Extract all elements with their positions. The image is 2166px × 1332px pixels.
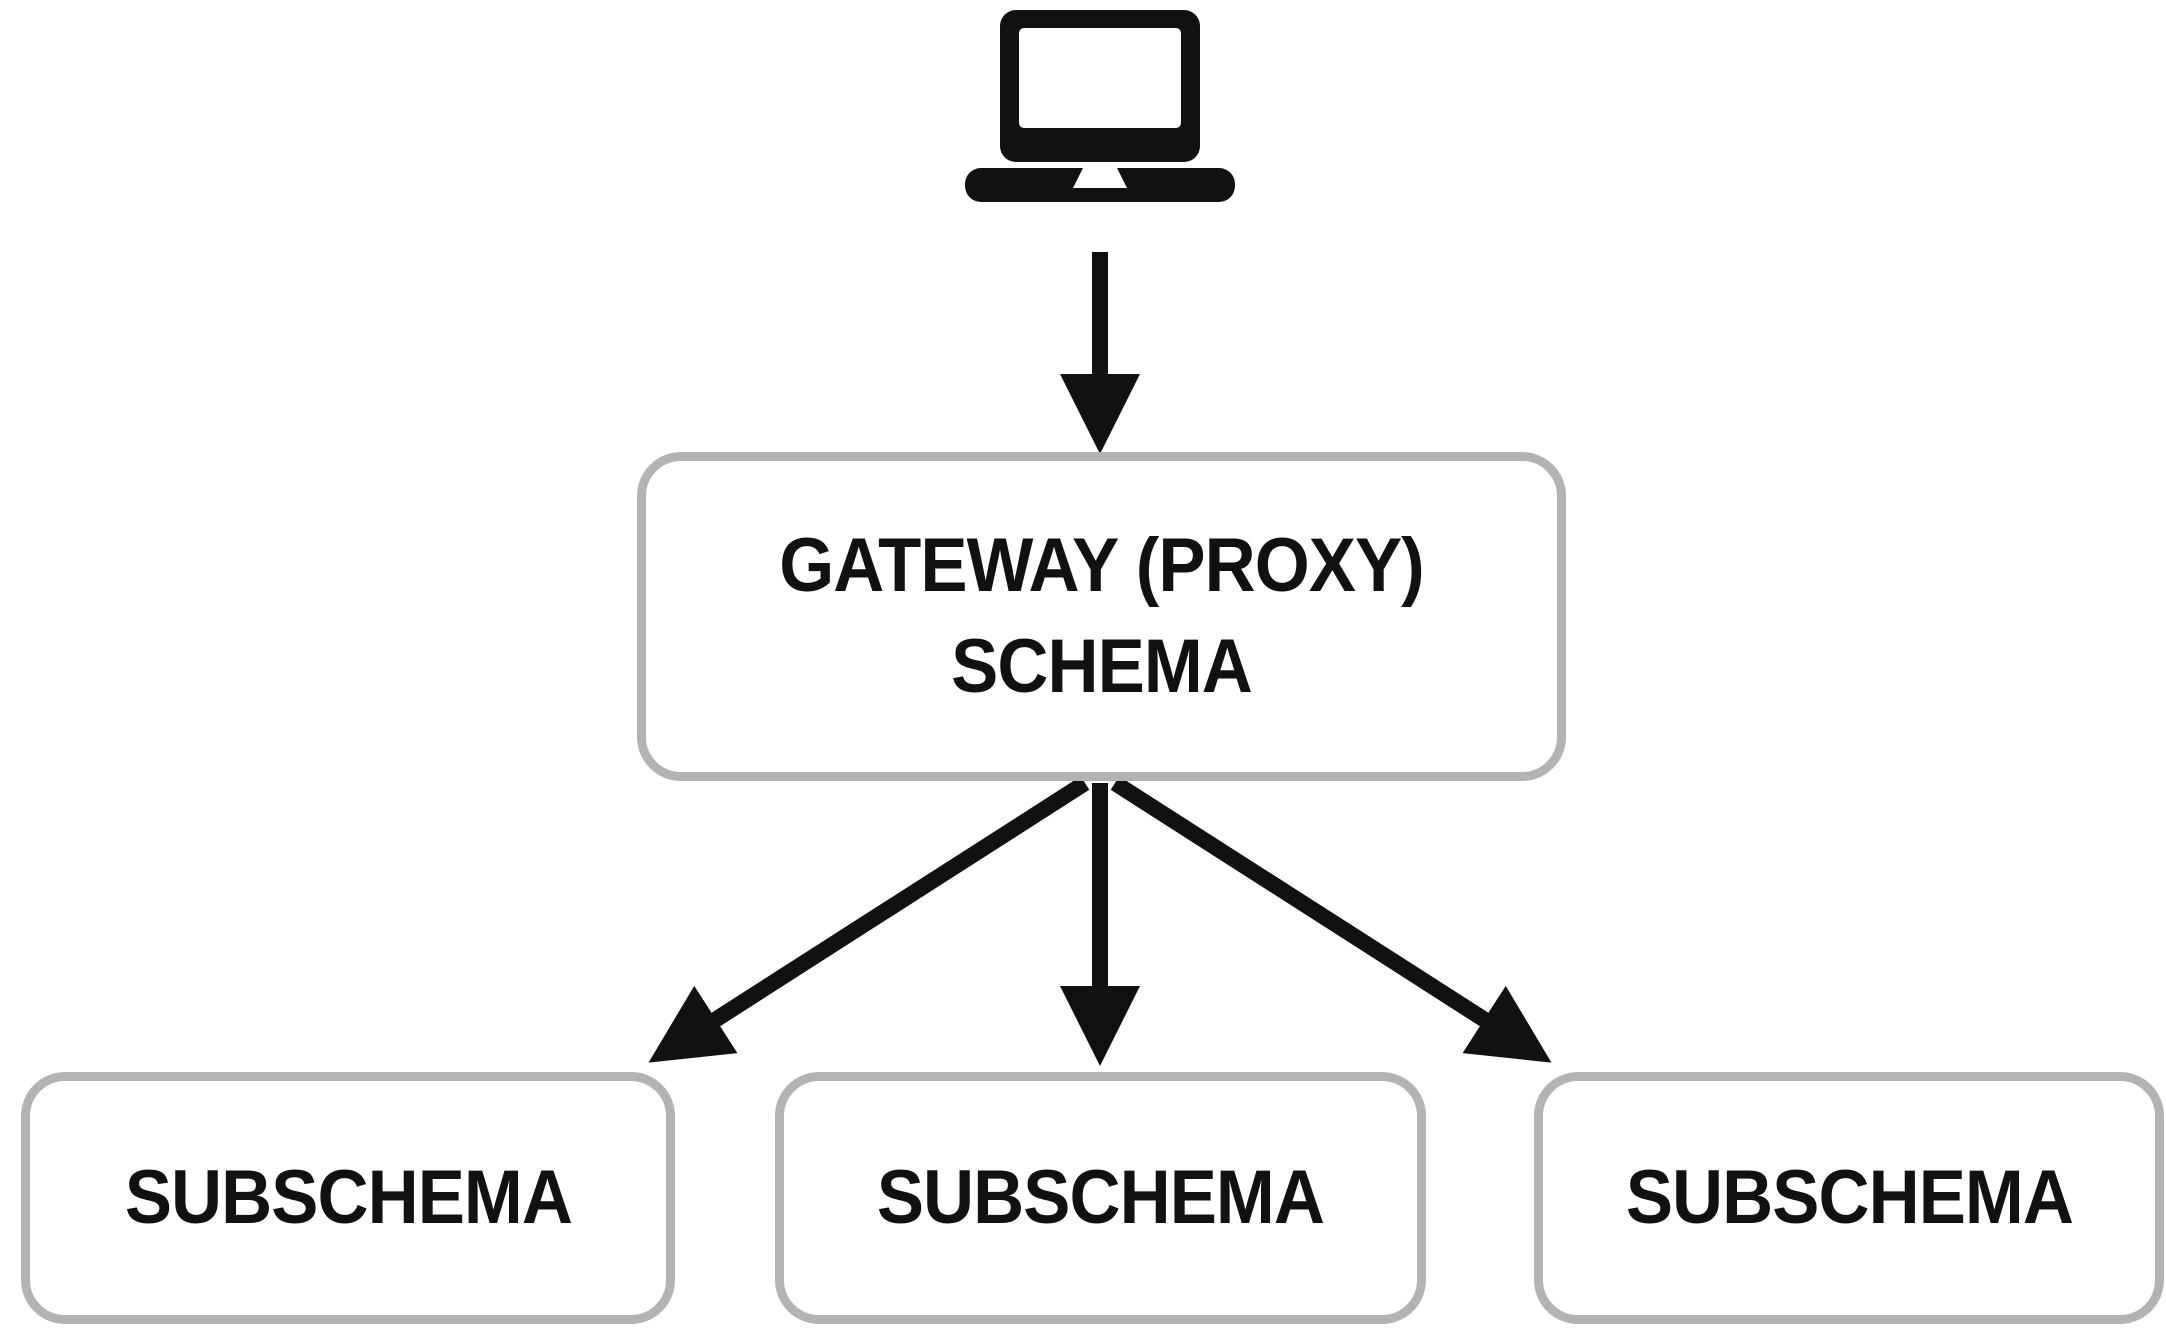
node-subschema-2: SUBSCHEMA	[775, 1072, 1426, 1324]
edge-gateway-subschema-1	[648, 776, 1090, 1063]
subschema-2-label: SUBSCHEMA	[876, 1154, 1325, 1240]
gateway-label-line2: SCHEMA	[951, 623, 1253, 709]
laptop-icon	[965, 10, 1235, 202]
edge-gateway-subschema-3	[1110, 776, 1552, 1063]
subschema-1-label: SUBSCHEMA	[124, 1154, 572, 1240]
node-subschema-1: SUBSCHEMA	[21, 1072, 675, 1324]
gateway-label: GATEWAY (PROXY) SCHEMA	[779, 516, 1424, 717]
node-gateway-proxy-schema: GATEWAY (PROXY) SCHEMA	[637, 452, 1566, 781]
gateway-label-line1: GATEWAY (PROXY)	[779, 523, 1424, 609]
node-subschema-3: SUBSCHEMA	[1534, 1072, 2164, 1324]
subschema-3-label: SUBSCHEMA	[1625, 1154, 2073, 1240]
